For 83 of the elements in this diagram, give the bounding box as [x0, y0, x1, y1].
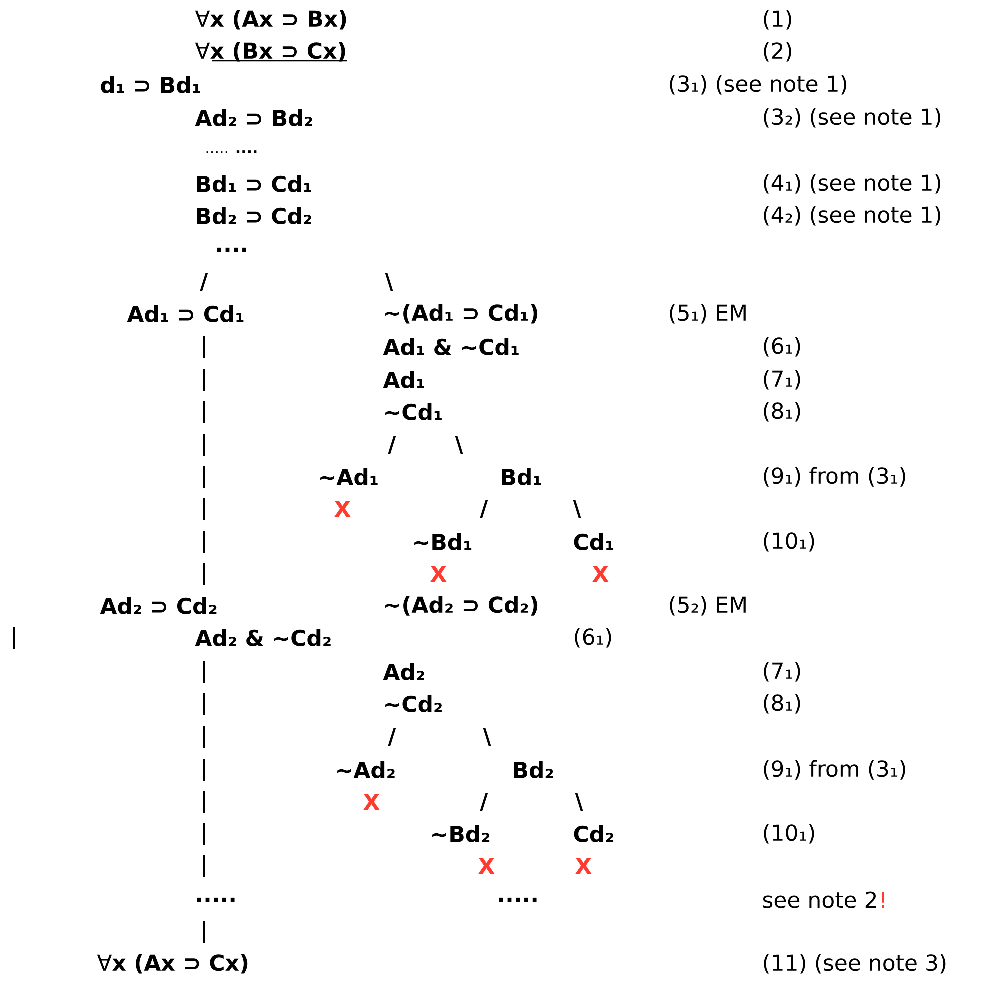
formula-line: Bd₂ ⊃ Cd₂ [197, 207, 312, 225]
formula-line: ∀x (Bx ⊃ Cx) [195, 42, 348, 62]
formula-line: Bd₂ [514, 762, 554, 779]
formula-line: Ad₂ ⊃ Cd₂ [100, 598, 217, 615]
step-annotation: (8₁) [764, 402, 800, 422]
formula-line: ~Cd₁ [386, 404, 442, 421]
formula-line: Ad₂ & ~Cd₂ [195, 630, 331, 647]
step-annotation: (3₂) (see note 1) [764, 108, 940, 128]
step-annotation: (4₁) (see note 1) [764, 174, 940, 194]
branch-line: \ [483, 728, 492, 746]
branch-line: | [203, 855, 206, 878]
formula-line: ~Ad₁ [320, 468, 378, 486]
formula-line: ~Bd₁ [414, 534, 472, 551]
step-annotation: (1) [764, 10, 792, 30]
formula-line: Ad₁ ⊃ Cd₁ [127, 305, 244, 323]
branch-line: / [480, 500, 488, 518]
branch-line: | [203, 726, 206, 748]
ellipsis: ..... [499, 898, 537, 902]
step-annotation: (4₂) (see note 1) [764, 206, 940, 226]
step-annotation: (7₁) [764, 662, 800, 682]
step-annotation: (2) [764, 42, 792, 62]
branch-line: \ [573, 500, 582, 518]
formula-line: Ad₂ ⊃ Bd₂ [195, 109, 312, 127]
formula-line: Ad₁ [383, 371, 424, 389]
branch-line: | [203, 563, 206, 585]
formula-line: ~Cd₂ [386, 696, 442, 713]
branch-line: \ [575, 792, 584, 812]
formula-line: ∀x (Ax ⊃ Bx) [195, 10, 346, 30]
step-annotation: (11) (see note 3) [764, 954, 946, 974]
formula-line: ~Bd₂ [432, 826, 490, 843]
formula-line: ∀x (Ax ⊃ Cx) [97, 954, 248, 974]
step-annotation: (10₁) [764, 824, 814, 844]
closure-mark: X [334, 500, 351, 518]
formula-line: ~Ad₂ [338, 762, 395, 779]
ellipsis: ..... .... [206, 150, 257, 154]
step-annotation: (10₁) [764, 532, 814, 552]
branch-line: \ [385, 272, 394, 292]
exclamation-mark: ! [882, 892, 884, 908]
branch-line: | [13, 627, 16, 649]
branch-line: | [203, 401, 206, 423]
step-annotation: (7₁) [764, 370, 800, 390]
branch-line: | [203, 759, 206, 782]
step-annotation: (9₁) from (3₁) [764, 760, 906, 780]
step-annotation: (6₁) [575, 628, 612, 648]
closure-mark: X [576, 858, 592, 874]
formula-line: ~(Ad₁ ⊃ Cd₁) [386, 304, 538, 324]
formula-line: ~(Ad₂ ⊃ Cd₂) [386, 596, 538, 616]
step-annotation: see note 2 [763, 892, 876, 908]
formula-line: Cd₂ [574, 826, 614, 843]
branch-line: / [388, 436, 396, 454]
formula-line: Ad₁ & ~Cd₁ [383, 338, 519, 356]
formula-line: Bd₁ [502, 468, 542, 486]
branch-line: | [203, 661, 206, 683]
branch-line: / [200, 272, 208, 292]
branch-line: | [203, 336, 206, 358]
branch-line: | [203, 791, 206, 814]
branch-line: / [388, 728, 396, 746]
step-annotation: (6₁) [764, 337, 800, 357]
branch-line: | [203, 466, 206, 488]
closure-mark: X [592, 566, 609, 582]
branch-line: \ [455, 436, 464, 454]
closure-mark: X [478, 858, 495, 874]
branch-line: | [203, 531, 206, 553]
branch-line: / [480, 792, 488, 812]
step-annotation: (9₁) from (3₁) [764, 467, 906, 487]
ellipsis: .... [217, 248, 246, 252]
step-annotation: (3₁) (see note 1) [670, 75, 846, 95]
branch-line: | [203, 369, 206, 391]
closure-mark: X [430, 566, 447, 582]
branch-line: | [203, 921, 206, 944]
branch-line: | [203, 434, 206, 456]
step-annotation: (5₂) EM [670, 596, 746, 616]
formula-line: Ad₂ [383, 664, 424, 681]
branch-line: | [203, 823, 206, 846]
step-annotation: (8₁) [764, 694, 800, 714]
closure-mark: X [364, 794, 380, 810]
step-annotation: (5₁) EM [670, 304, 746, 324]
ellipsis: ..... [197, 898, 235, 902]
branch-line: | [203, 498, 206, 520]
branch-line: | [203, 693, 206, 715]
formula-line: d₁ ⊃ Bd₁ [101, 76, 200, 94]
formula-line: Cd₁ [574, 534, 614, 551]
formula-line: Bd₁ ⊃ Cd₁ [197, 175, 312, 193]
